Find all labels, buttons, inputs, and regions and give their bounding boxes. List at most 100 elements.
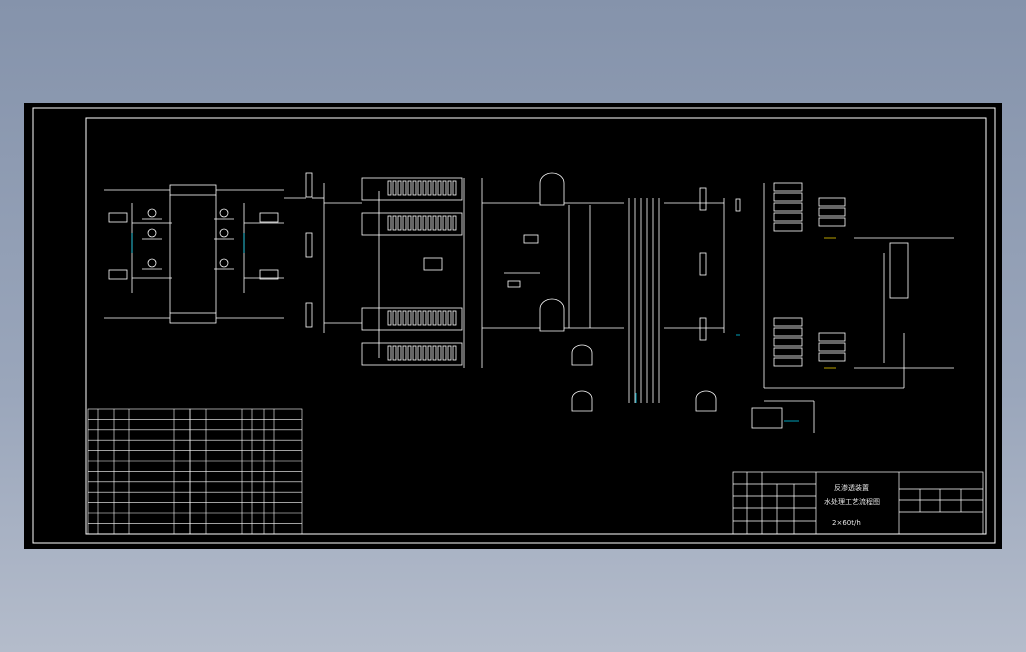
membrane-element xyxy=(427,345,432,361)
membrane-element xyxy=(447,345,452,361)
membrane-element xyxy=(392,310,397,326)
edi-module xyxy=(818,207,846,217)
pump-box xyxy=(507,280,521,288)
edi-module xyxy=(773,357,803,367)
edi-module xyxy=(818,342,846,352)
membrane-element xyxy=(437,215,442,231)
chemical-tank xyxy=(571,390,593,412)
pump-box xyxy=(259,269,279,280)
membrane-element xyxy=(402,215,407,231)
membrane-element xyxy=(402,310,407,326)
product-water-tank xyxy=(889,242,909,299)
ro-membrane-rack xyxy=(361,307,463,331)
membrane-element xyxy=(447,180,452,196)
membrane-element xyxy=(392,180,397,196)
membrane-element xyxy=(387,310,392,326)
edi-module xyxy=(773,337,803,347)
title-block xyxy=(732,471,984,535)
membrane-element xyxy=(442,215,447,231)
membrane-element xyxy=(422,215,427,231)
edi-module xyxy=(773,222,803,232)
filter-vessel xyxy=(305,302,313,328)
membrane-element xyxy=(447,310,452,326)
pump-box xyxy=(108,269,128,280)
membrane-element xyxy=(422,180,427,196)
edi-module xyxy=(773,192,803,202)
membrane-element xyxy=(407,345,412,361)
membrane-element xyxy=(397,310,402,326)
pump-symbol xyxy=(147,258,157,268)
pump-symbol xyxy=(219,228,229,238)
membrane-element xyxy=(417,345,422,361)
membrane-element xyxy=(412,180,417,196)
edi-module xyxy=(773,212,803,222)
flow-meter xyxy=(735,198,741,212)
edi-module xyxy=(818,217,846,227)
edi-module xyxy=(818,352,846,362)
cad-viewport[interactable]: 反渗透装置 水处理工艺流程图 2×60t/h xyxy=(24,103,1002,549)
edi-module xyxy=(773,317,803,327)
process-diagram xyxy=(104,172,954,433)
membrane-element xyxy=(422,345,427,361)
header-tank-top xyxy=(169,184,217,196)
edi-module xyxy=(773,202,803,212)
membrane-element xyxy=(387,215,392,231)
pump-symbol xyxy=(219,258,229,268)
membrane-element xyxy=(407,215,412,231)
process-flow-drawing: 反渗透装置 水处理工艺流程图 2×60t/h xyxy=(32,107,996,544)
filter-vessel xyxy=(305,172,313,198)
membrane-element xyxy=(427,215,432,231)
membrane-element xyxy=(432,180,437,196)
membrane-element xyxy=(437,310,442,326)
membrane-element xyxy=(412,215,417,231)
membrane-element xyxy=(432,215,437,231)
membrane-element xyxy=(452,310,457,326)
membrane-element xyxy=(397,345,402,361)
membrane-element xyxy=(397,215,402,231)
edi-module xyxy=(773,327,803,337)
membrane-element xyxy=(442,345,447,361)
booster-pump-box xyxy=(423,257,443,271)
membrane-element xyxy=(392,345,397,361)
filter-vessel xyxy=(699,252,707,276)
edi-module xyxy=(773,182,803,192)
chemical-tank xyxy=(571,344,593,366)
dosing-skid xyxy=(751,407,783,429)
membrane-element xyxy=(422,310,427,326)
inner-frame xyxy=(85,117,987,535)
pump-box xyxy=(523,234,539,244)
membrane-element xyxy=(442,180,447,196)
ro-membrane-rack xyxy=(361,212,463,236)
edi-module xyxy=(818,197,846,207)
pump-box xyxy=(259,212,279,223)
equipment-legend-table xyxy=(87,408,303,535)
membrane-element xyxy=(407,180,412,196)
membrane-element xyxy=(447,215,452,231)
pump-box xyxy=(108,212,128,223)
membrane-element xyxy=(402,180,407,196)
membrane-element xyxy=(392,215,397,231)
ro-membrane-rack xyxy=(361,177,463,201)
filter-vessel xyxy=(305,232,313,258)
membrane-element xyxy=(442,310,447,326)
membrane-element xyxy=(417,180,422,196)
membrane-element xyxy=(402,345,407,361)
degasser-tower-2 xyxy=(539,298,565,332)
membrane-element xyxy=(387,345,392,361)
membrane-element xyxy=(387,180,392,196)
pump-symbol xyxy=(147,228,157,238)
pump-symbol xyxy=(147,208,157,218)
membrane-element xyxy=(432,345,437,361)
membrane-element xyxy=(432,310,437,326)
membrane-element xyxy=(427,180,432,196)
degasser-tower-1 xyxy=(539,172,565,206)
membrane-element xyxy=(417,215,422,231)
filter-vessel xyxy=(699,317,707,341)
pump-symbol xyxy=(219,208,229,218)
edi-module xyxy=(818,332,846,342)
membrane-element xyxy=(437,345,442,361)
chemical-tank xyxy=(695,390,717,412)
membrane-element xyxy=(412,345,417,361)
membrane-element xyxy=(452,345,457,361)
title-line-3: 2×60t/h xyxy=(832,519,861,527)
